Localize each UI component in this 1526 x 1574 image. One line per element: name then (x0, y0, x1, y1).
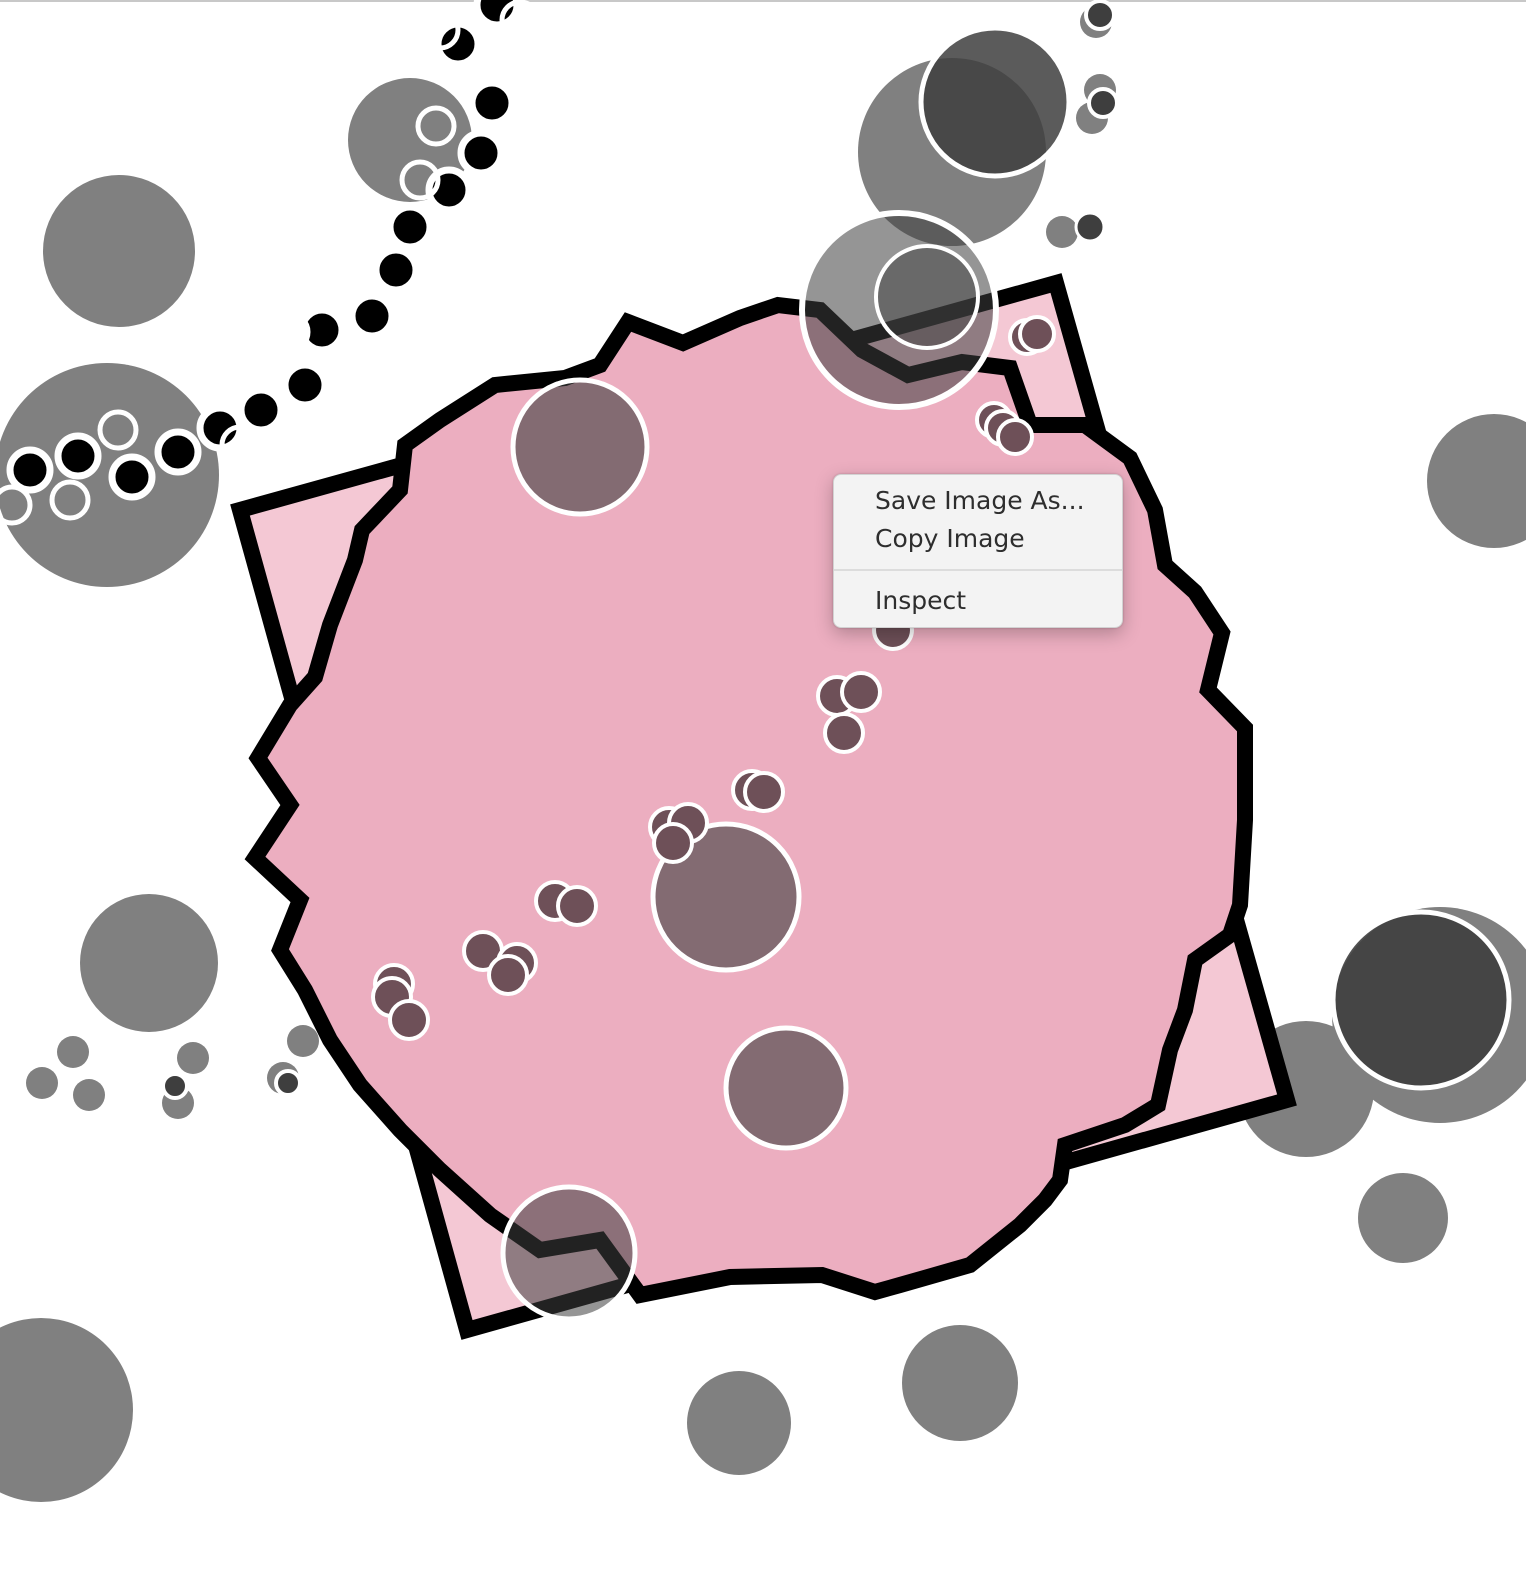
gray-circle (26, 1067, 58, 1099)
gray-circle (287, 1025, 319, 1057)
gray-circle (1358, 1173, 1448, 1263)
inspect-menu-item[interactable]: Inspect (875, 586, 967, 615)
gray-circle (0, 1318, 133, 1502)
overlay-circles (500, 210, 1512, 1322)
overlay-circle (650, 821, 802, 973)
overlay-circle (723, 1025, 849, 1151)
context-menu: Save Image As... Copy Image Inspect (833, 474, 1123, 628)
gray-circle (177, 1042, 209, 1074)
ring-chain-echo (0, 0, 541, 526)
small-rings-right (161, 0, 1119, 1100)
overlay-circle (1330, 909, 1512, 1091)
ring-chain (6, 0, 521, 501)
gray-circle (687, 1371, 791, 1475)
bubble-trail (371, 315, 1056, 1041)
gray-circle (73, 1079, 105, 1111)
overlay-circle (510, 377, 650, 517)
copy-image-menu-item[interactable]: Copy Image (875, 524, 1025, 553)
dark-circle (1074, 211, 1106, 243)
window-top-border (0, 0, 1526, 2)
dark-circle (918, 25, 1072, 179)
overlay-circle (500, 1184, 638, 1322)
gray-circle (43, 175, 195, 327)
save-image-as-menu-item[interactable]: Save Image As... (875, 486, 1085, 515)
gray-circle (1427, 414, 1526, 548)
gray-circle (902, 1325, 1018, 1441)
gray-circle (1046, 216, 1078, 248)
gray-circle (57, 1036, 89, 1068)
gray-circle (80, 894, 218, 1032)
overlay-circle (874, 244, 980, 350)
menu-separator (834, 569, 1122, 571)
